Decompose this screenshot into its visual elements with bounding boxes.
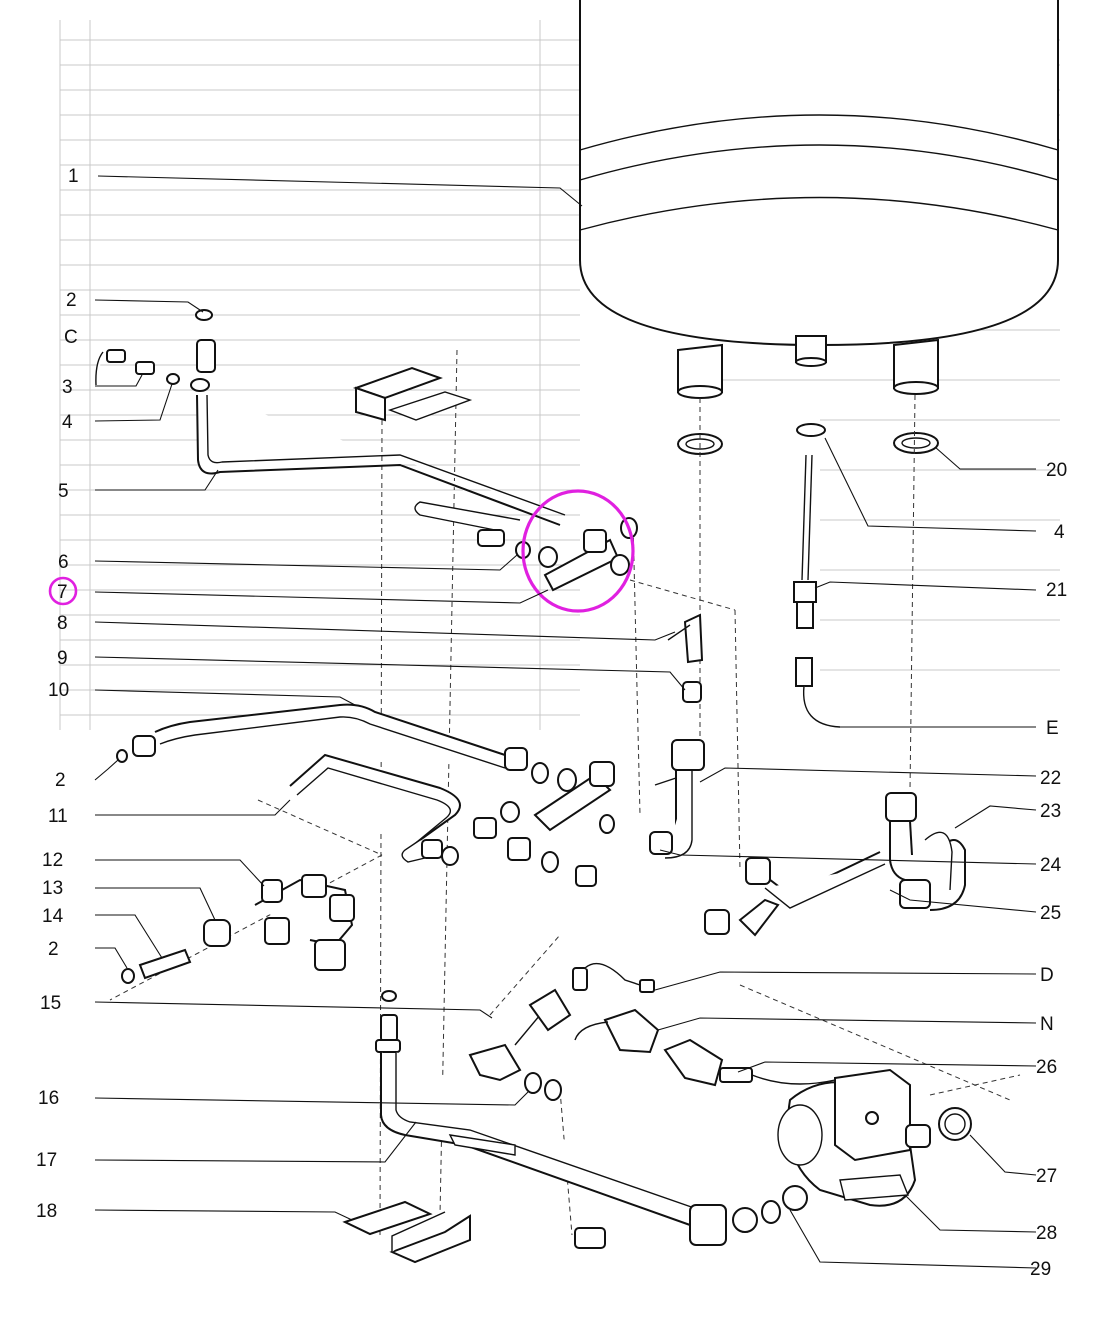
highlight-circle	[521, 489, 635, 613]
label-21: 21	[1046, 580, 1067, 601]
bracket-parts	[342, 366, 473, 1264]
label-7: 7	[57, 582, 68, 603]
middle-fittings	[473, 801, 597, 887]
label-22: 22	[1040, 768, 1061, 789]
label-2c: 2	[48, 939, 59, 960]
label-18: 18	[36, 1201, 57, 1222]
pipe-23-assembly	[704, 792, 966, 937]
sensor-and-connectors	[528, 962, 836, 1087]
label-14: 14	[42, 906, 64, 927]
label-26: 26	[1036, 1057, 1057, 1078]
label-9: 9	[57, 648, 68, 669]
background-parts-table	[59, 20, 1060, 730]
label-10: 10	[48, 680, 69, 701]
label-29: 29	[1030, 1259, 1051, 1280]
label-d: D	[1040, 965, 1054, 986]
tee-22-area	[533, 739, 705, 859]
tank-gaskets	[677, 423, 939, 455]
fittings-c-3-4	[95, 349, 180, 386]
label-15: 15	[40, 993, 61, 1014]
label-24: 24	[1040, 855, 1062, 876]
label-2: 2	[66, 290, 77, 311]
label-c: C	[64, 327, 78, 348]
label-2b: 2	[55, 770, 66, 791]
label-5: 5	[58, 481, 69, 502]
label-13: 13	[42, 878, 63, 899]
label-1: 1	[68, 166, 79, 187]
label-28: 28	[1036, 1223, 1057, 1244]
label-e: E	[1046, 718, 1059, 739]
label-n: N	[1040, 1014, 1054, 1035]
temperature-probe	[793, 454, 841, 728]
label-27: 27	[1036, 1166, 1057, 1187]
label-4-right: 4	[1054, 522, 1065, 543]
label-6: 6	[58, 552, 69, 573]
labels-left: 1 2 C 3 4 5 6 7 8 9 10 2 11 12 13 14 2 1…	[36, 166, 79, 1222]
label-3: 3	[62, 377, 73, 398]
labels-right: 20 4 21 E 22 23 24 25 D N 26 27 28 29	[1030, 460, 1067, 1280]
label-7-highlight-circle	[48, 576, 78, 606]
label-11: 11	[48, 806, 68, 827]
pipe-10	[116, 703, 549, 784]
manifold-12	[121, 874, 355, 984]
label-12: 12	[42, 850, 63, 871]
label-16: 16	[38, 1088, 59, 1109]
tee-assembly-7	[414, 501, 638, 592]
label-23: 23	[1040, 801, 1061, 822]
label-17: 17	[36, 1150, 57, 1171]
leader-lines	[94, 175, 1037, 1269]
pipe-5	[190, 309, 566, 526]
pipe-17	[375, 990, 758, 1249]
parts-8-9	[667, 613, 704, 703]
label-25: 25	[1040, 903, 1061, 924]
pump-28	[761, 1068, 972, 1224]
pipe-11	[289, 753, 461, 866]
boiler-tank	[579, 0, 1059, 399]
label-4: 4	[62, 412, 73, 433]
label-8: 8	[57, 613, 68, 634]
label-20: 20	[1046, 460, 1067, 481]
